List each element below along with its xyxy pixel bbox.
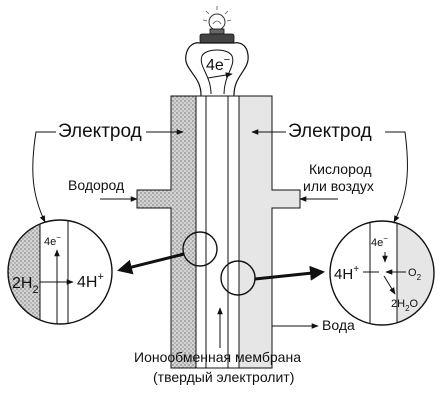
circuit-electron-label: 4e−	[206, 54, 230, 74]
right-electrode-label: Электрод	[288, 121, 372, 142]
water-label: Вода	[322, 317, 355, 333]
anode-product: 4H+	[77, 271, 104, 291]
cathode-electrons: 4e−	[371, 234, 388, 249]
cathode-proton: 4H+	[334, 264, 359, 283]
anode-zoom-pointer	[117, 252, 185, 275]
anode-zoom-view: 4e− 2H2 4H+	[7, 219, 113, 325]
cathode-electrode	[238, 95, 301, 369]
anode-reactant: 2H2	[12, 275, 39, 296]
external-circuit	[185, 42, 249, 96]
cathode-zoom-pointer	[254, 265, 325, 281]
oxygen-label-line2: или воздух	[303, 178, 374, 194]
cathode-water: 2H2O	[391, 298, 419, 313]
cathode-catalyst-layer	[227, 95, 240, 369]
electron-flow-arrow	[207, 72, 233, 79]
membrane	[205, 95, 229, 369]
anode-electrons: 4e−	[44, 233, 61, 248]
lightbulb-icon	[199, 6, 235, 44]
membrane-label-line1: Ионообменная мембрана	[134, 349, 301, 365]
cathode-zoom-view: 4e− 4H+ O2 2H2O	[329, 220, 435, 326]
oxygen-label-line1: Кислород	[309, 161, 372, 177]
left-electrode-label: Электрод	[58, 121, 142, 142]
cathode-oxygen: O2	[408, 267, 422, 282]
hydrogen-label: Водород	[68, 177, 125, 193]
anode-electrode	[136, 95, 197, 369]
membrane-label-line2: (твердый электролит)	[153, 369, 295, 385]
anode-highlight-circle	[182, 231, 218, 267]
